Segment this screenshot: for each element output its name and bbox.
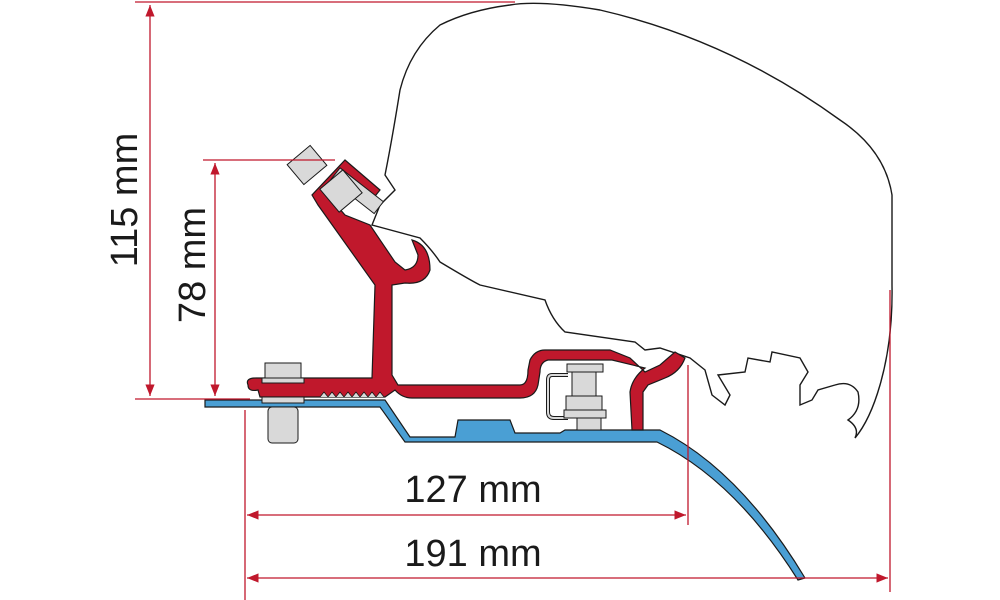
top-clamp-bolt (286, 144, 385, 215)
dimension-lines (135, 1, 891, 600)
dimension-label-127: 127 mm (404, 469, 541, 511)
dimension-label-115: 115 mm (104, 133, 146, 267)
adapter-bracket (246, 159, 686, 431)
serrated-grip (319, 391, 385, 398)
dimension-label-78: 78 mm (172, 207, 214, 323)
dimension-label-191: 191 mm (404, 533, 541, 575)
slide-nut-bolt (546, 363, 607, 431)
awning-case-outline (371, 2, 893, 439)
base-bolt (261, 362, 305, 444)
